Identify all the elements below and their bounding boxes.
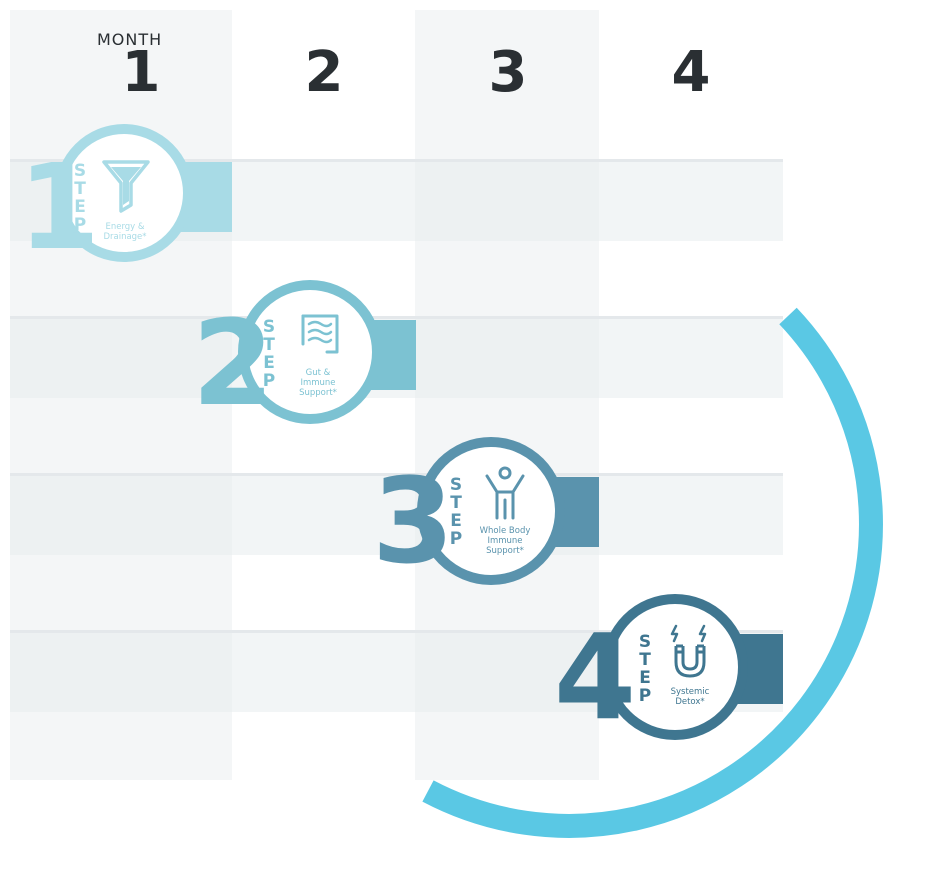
magnet-icon [670,624,707,678]
step-3-caption-line-3: Support* [486,546,524,556]
month-number-1: 1 [121,40,161,105]
intestine-icon [301,314,339,354]
person-icon [485,466,525,520]
step-row-1-line [10,159,783,162]
step-2-caption-line-3: Support* [299,388,337,398]
step-1-word-text: STEP [73,161,87,235]
step-2-word: STEP [260,318,278,390]
month-label: MONTH [97,30,163,49]
step-1-number: 1 [18,138,101,276]
step-1-caption-line-1: Energy & [105,222,145,232]
step-2-number: 2 [192,294,275,432]
step-4-caption-line-1: Systemic [670,687,710,697]
step-4-number: 4 [554,608,637,746]
step-1-caption: Energy & Drainage* [90,222,160,242]
month-number-2: 2 [304,40,344,105]
step-3-badge [424,444,558,578]
step-2-caption-line-2: Immune [300,378,336,388]
step-3-word-text: STEP [449,475,463,549]
step-row-4-line [10,630,783,633]
step-4-caption-line-2: Detox* [675,697,705,707]
funnel-icon [102,160,150,213]
step-3-caption-line-2: Immune [487,536,523,546]
step-4-word-text: STEP [638,632,652,706]
step-3-caption: Whole Body Immune Support* [470,526,540,556]
step-4-caption: Systemic Detox* [655,687,725,707]
month-number-3: 3 [488,40,528,105]
step-2-word-text: STEP [262,317,276,391]
step-2-badge [245,287,375,417]
step-3-number: 3 [372,452,455,590]
step-2-caption-line-1: Gut & [305,368,331,378]
cycle-arc-path [422,307,883,838]
step-3-caption-line-1: Whole Body [479,526,531,536]
step-row-2-line [10,316,783,319]
step-3-word: STEP [447,476,465,548]
step-4-word: STEP [636,633,654,705]
step-row-3-band [10,475,783,555]
step-1-caption-line-2: Drainage* [103,232,147,242]
step-2-caption: Gut & Immune Support* [283,368,353,398]
step-row-3-line [10,473,783,476]
month-number-4: 4 [671,40,711,105]
step-1-word: STEP [71,162,89,234]
